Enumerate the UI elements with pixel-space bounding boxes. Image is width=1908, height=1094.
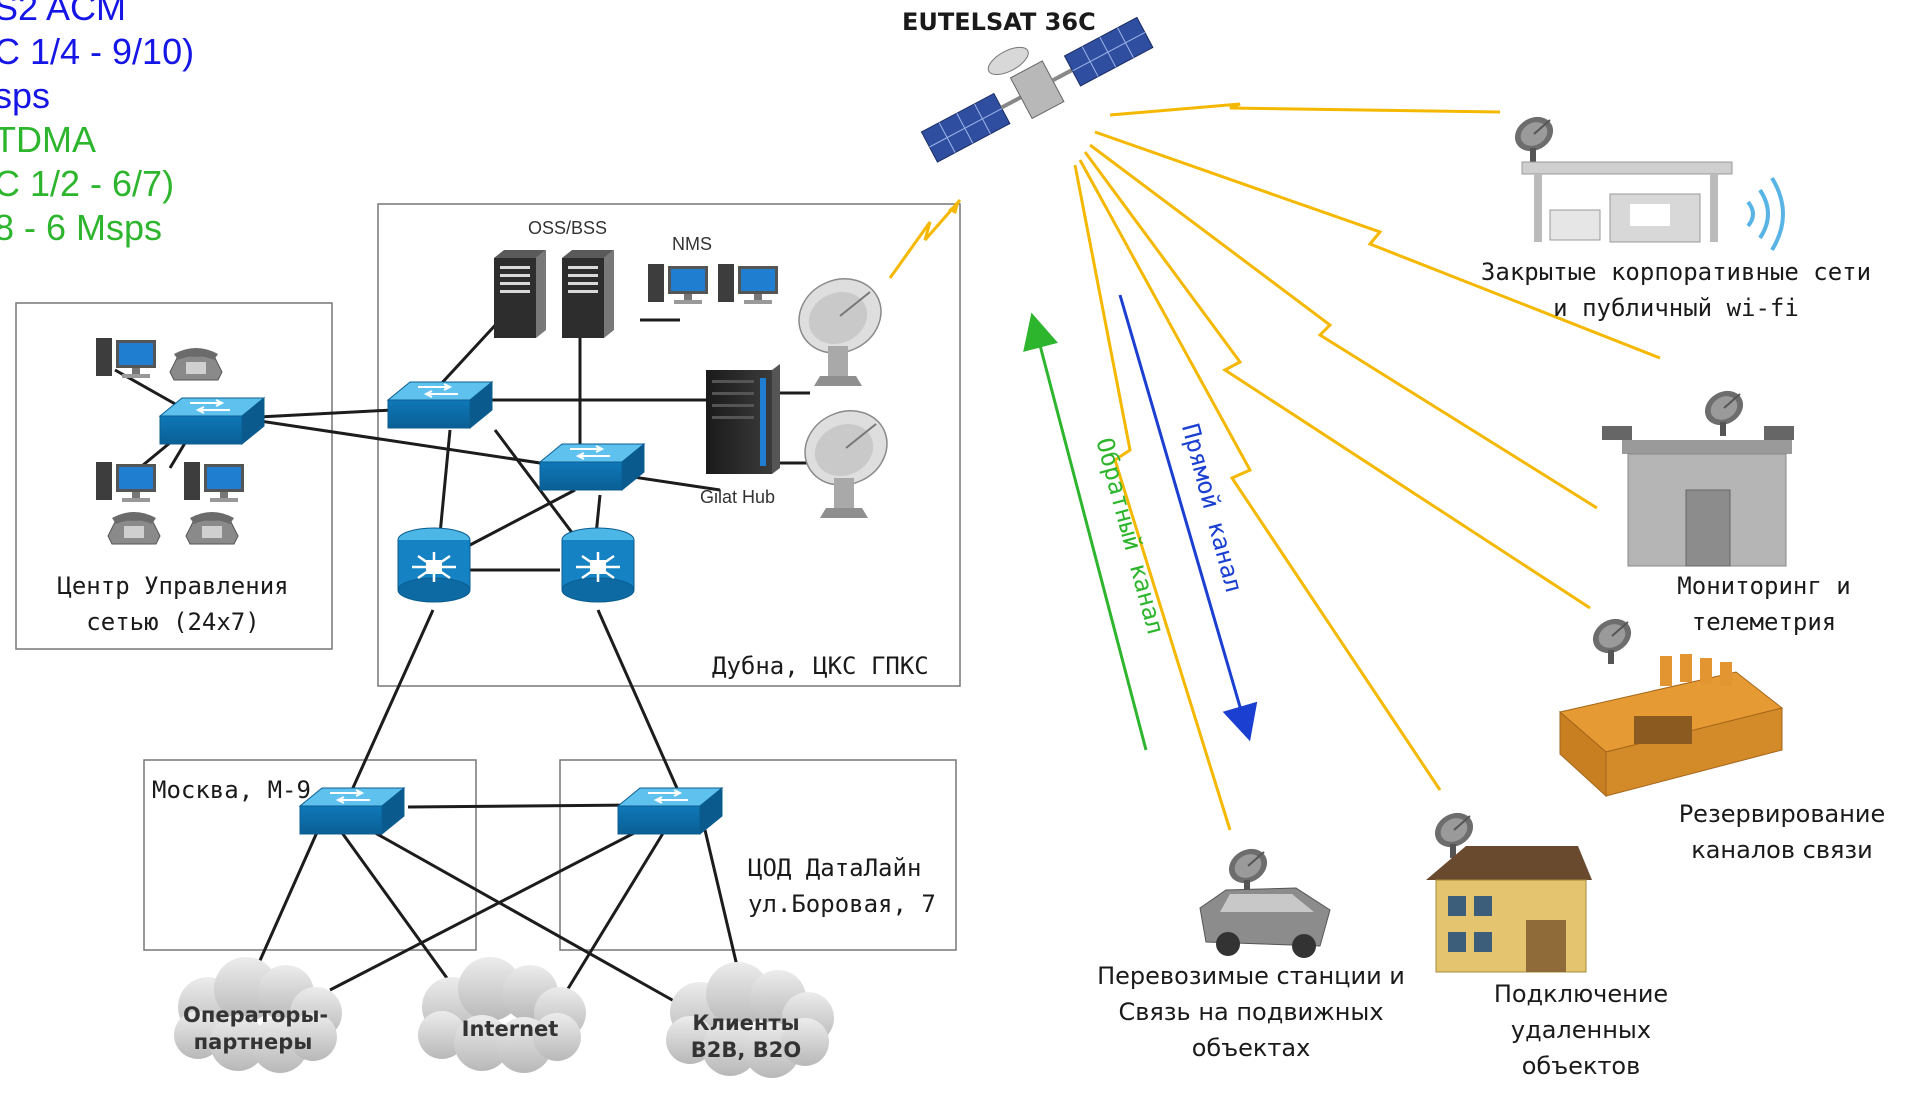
param-line: S2 ACM [0, 0, 127, 28]
datacenter-label-line: ЦОД ДатаЛайн [748, 854, 922, 882]
noc-label-line: сетью (24х7) [86, 608, 260, 636]
gilat-hub-rack [706, 364, 780, 474]
hub-uplink-arrow [948, 200, 960, 214]
modulation-parameters: S2 ACM C 1/4 - 9/10) sps TDMA C 1/2 - 6/… [0, 0, 194, 250]
datacenter-label-line: ул.Боровая, 7 [748, 890, 936, 918]
gas-station-icon [1507, 109, 1785, 252]
oss-bss-label: OSS/BSS [528, 218, 608, 238]
noc-label-line: Центр Управления [57, 572, 289, 600]
mobile-stations-label: Перевозимые станции и Связь на подвижных… [1086, 958, 1416, 1066]
backup-channels-label: Резервирование каналов связи [1672, 796, 1892, 868]
mobile-label-line: Связь на подвижных [1118, 998, 1384, 1026]
datacenter-box [559, 759, 957, 951]
moscow-switch [299, 787, 405, 835]
param-line: sps [0, 75, 51, 116]
noc-box [15, 302, 333, 650]
monitoring-building-icon [1602, 383, 1794, 567]
cloud-label-line: B2B, B2O [690, 1038, 802, 1062]
noc-equipment [96, 338, 265, 545]
cloud-label-line: Internet [461, 1017, 559, 1041]
mobile-label-line: Перевозимые станции и [1097, 962, 1405, 990]
car-icon [1199, 841, 1331, 958]
param-line: 8 - 6 Msps [0, 207, 163, 248]
corporate-networks-label: Закрытые корпоративные сети и публичный … [1466, 254, 1886, 326]
datacenter-switch [617, 787, 723, 835]
cloud-label-line: Операторы- [183, 1003, 329, 1027]
hub-site-label: Дубна, ЦКС ГПКС [712, 652, 929, 680]
cloud-label-line: Клиенты [692, 1011, 800, 1035]
param-line: TDMA [0, 119, 96, 160]
mobile-label-line: объектах [1191, 1034, 1311, 1062]
monitoring-label: Мониторинг и телеметрия [1664, 568, 1864, 640]
house-icon [1426, 805, 1592, 973]
hub-site-box [377, 203, 961, 687]
gilat-hub-label: Gilat Hub [700, 487, 776, 507]
moscow-label: Москва, М-9 [152, 776, 311, 804]
monitoring-label-line: телеметрия [1691, 608, 1837, 636]
remote-sites-label-line: удаленных [1510, 1016, 1652, 1044]
forward-channel-arrow [1118, 294, 1258, 742]
hub-equipment [387, 250, 901, 604]
param-line: C 1/4 - 9/10) [0, 31, 195, 72]
datacenter-label: ЦОД ДатаЛайн ул.Боровая, 7 [748, 850, 936, 922]
clients-cloud-label: Клиенты B2B, B2O [676, 1010, 816, 1064]
satellite-links [888, 102, 1661, 831]
cloud-label-line: партнеры [193, 1030, 313, 1054]
remote-sites-label-line: объектов [1521, 1052, 1641, 1080]
backup-label-line: Резервирование [1678, 800, 1886, 828]
return-channel-arrow [1023, 312, 1148, 751]
satellite-icon [920, 16, 1154, 163]
param-line: C 1/2 - 6/7) [0, 163, 175, 204]
satellite-name: EUTELSAT 36C [902, 8, 1096, 36]
moscow-box [143, 759, 477, 951]
partners-cloud-label: Операторы- партнеры [183, 1002, 329, 1056]
corporate-label-line: Закрытые корпоративные сети [1480, 258, 1872, 286]
internet-cloud-label: Internet [440, 1016, 580, 1043]
remote-sites-label: Подключение удаленных объектов [1476, 976, 1686, 1084]
nms-label: NMS [672, 234, 712, 254]
remote-sites-label-line: Подключение [1493, 980, 1669, 1008]
monitoring-label-line: Мониторинг и [1677, 572, 1851, 600]
noc-label: Центр Управления сетью (24х7) [48, 568, 298, 640]
factory-icon [1558, 611, 1784, 798]
backup-label-line: каналов связи [1691, 836, 1873, 864]
corporate-label-line: и публичный wi-fi [1553, 294, 1799, 322]
